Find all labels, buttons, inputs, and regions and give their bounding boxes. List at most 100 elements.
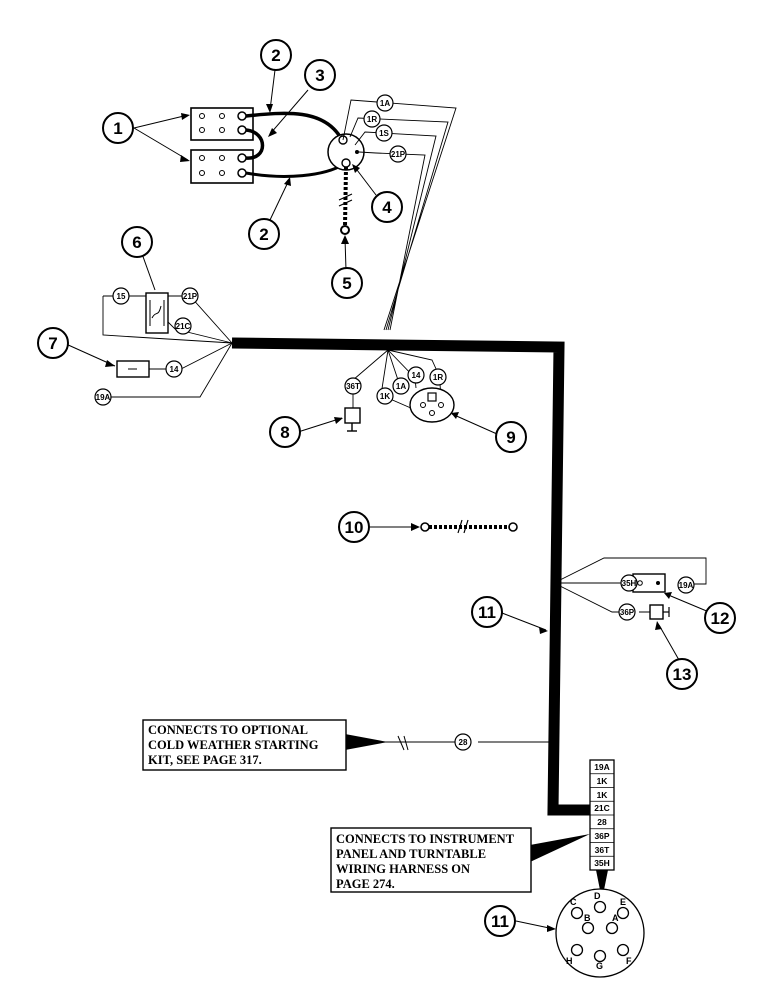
wire-tag-1s-starter: 1S (379, 129, 389, 138)
cold-weather-pointer (345, 734, 388, 750)
starter-leads (342, 99, 457, 331)
wire-tag-1a-sender: 1A (396, 382, 406, 391)
switch-8-arrowhead (334, 417, 343, 424)
terminal-36p: 36P (594, 831, 609, 841)
pin-c: C (570, 897, 577, 907)
pin-f: F (626, 956, 632, 966)
callout-2-upper: 2 (271, 46, 280, 65)
connector-7-wires (102, 342, 233, 398)
callout-4-pointer (353, 165, 377, 196)
starter-solenoid (327, 133, 365, 171)
callout-11-harness: 11 (478, 603, 496, 622)
wire-tag-14-connector: 14 (170, 365, 179, 374)
terminal-36t: 36T (595, 845, 610, 855)
callout-9: 9 (506, 428, 515, 447)
sender-9-arrowhead (451, 412, 459, 419)
harness-11-arrowhead (539, 627, 548, 634)
instrument-note-line-2: PANEL AND TURNTABLE (336, 847, 486, 861)
instrument-note-line-1: CONNECTS TO INSTRUMENT (336, 832, 515, 846)
pin-d: D (594, 891, 601, 901)
connector-7-arrowhead (105, 360, 115, 367)
unit-12-arrowhead (664, 592, 672, 599)
callout-10: 10 (345, 518, 364, 537)
callout-7: 7 (48, 334, 57, 353)
relay (145, 292, 169, 334)
callout-1: 1 (113, 119, 122, 138)
callout-4-arrowhead (352, 164, 360, 173)
pin-h: H (566, 956, 573, 966)
callout-3: 3 (315, 66, 324, 85)
instrument-note-line-4: PAGE 274. (336, 877, 395, 891)
round-connector-sockets (570, 900, 630, 963)
terminal-block (589, 759, 615, 871)
strap-10-arrowhead (411, 523, 420, 531)
callout-12: 12 (711, 609, 730, 628)
round-connector-pointer (596, 870, 608, 900)
terminal-28: 28 (597, 817, 607, 827)
sender-9-pointer (451, 413, 498, 435)
terminal-19a: 19A (594, 762, 610, 772)
callout-6: 6 (132, 233, 141, 252)
strap-10-break (457, 519, 469, 534)
sender-unit (409, 387, 455, 423)
cold-weather-note-line-3: KIT, SEE PAGE 317. (148, 753, 262, 767)
main-harness-trunk (231, 337, 590, 816)
callout-8: 8 (280, 423, 289, 442)
callout-4: 4 (382, 198, 392, 217)
callout-2b-arrowhead (284, 177, 291, 186)
wire-tag-21p-starter: 21P (391, 150, 406, 159)
relay-pointer (140, 250, 156, 291)
sending-unit-12 (632, 573, 666, 593)
harness-11-pointer (501, 612, 547, 631)
callout-2a-arrowhead (266, 104, 273, 113)
callout-2b-pointer (269, 179, 290, 221)
wire-tag-14-sender: 14 (412, 371, 421, 380)
terminal-1k-a: 1K (597, 776, 609, 786)
wire-tag-21p-relay: 21P (183, 292, 198, 301)
wire-tag-21c-relay: 21C (176, 322, 191, 331)
terminal-21c: 21C (594, 803, 610, 813)
switch-13 (649, 604, 670, 620)
wire-tag-35h-unit: 35H (622, 579, 637, 588)
wire-tag-19a-connector: 19A (96, 393, 111, 402)
cold-weather-note-line-1: CONNECTS TO OPTIONAL (148, 723, 308, 737)
ground-strap-eyelet (340, 225, 350, 235)
battery-upper (190, 107, 254, 141)
callout-1-arrow-b (180, 155, 190, 162)
wire-tag-circles (94, 94, 695, 751)
wire-tag-1r-sender: 1R (433, 373, 443, 382)
inline-connector (116, 360, 150, 378)
wire-tag-36p-switch: 36P (620, 608, 635, 617)
instrument-note-line-3: WIRING HARNESS ON (336, 862, 470, 876)
callout-13: 13 (673, 665, 692, 684)
temperature-switch (344, 407, 361, 432)
cold-weather-note-line-2: COLD WEATHER STARTING (148, 738, 319, 752)
unit-12-pointer (665, 593, 710, 613)
callout-1-arrow-a (181, 113, 190, 120)
callout-2a-pointer (269, 69, 276, 111)
wire-tag-28-cold: 28 (459, 738, 468, 747)
wire-tag-1k-sender: 1K (380, 392, 390, 401)
wire-tag-1a-starter: 1A (380, 99, 390, 108)
terminal-1k-b: 1K (597, 790, 609, 800)
callout-1-pointers (133, 114, 189, 161)
callout-11-connector: 11 (491, 912, 509, 931)
wire-tag-1r-starter: 1R (367, 115, 377, 124)
callout-2-lower: 2 (259, 225, 268, 244)
instrument-note-pointer (530, 834, 590, 862)
ground-strap-break (338, 193, 353, 207)
cold-weather-break (397, 735, 409, 751)
battery-cable-lower (245, 162, 345, 178)
callout-5: 5 (342, 274, 351, 293)
strap-10-eyelet-left (420, 522, 430, 532)
cold-weather-note-box (142, 719, 347, 771)
battery-lower (190, 149, 254, 184)
terminal-35h: 35H (594, 858, 610, 868)
instrument-note-box (330, 827, 532, 893)
wire-tag-19a-unit: 19A (679, 581, 694, 590)
callout-3-pointer (269, 89, 309, 135)
wire-tag-36t-switch: 36T (346, 382, 360, 391)
pin-g: G (596, 961, 603, 971)
pin-b: B (584, 913, 591, 923)
